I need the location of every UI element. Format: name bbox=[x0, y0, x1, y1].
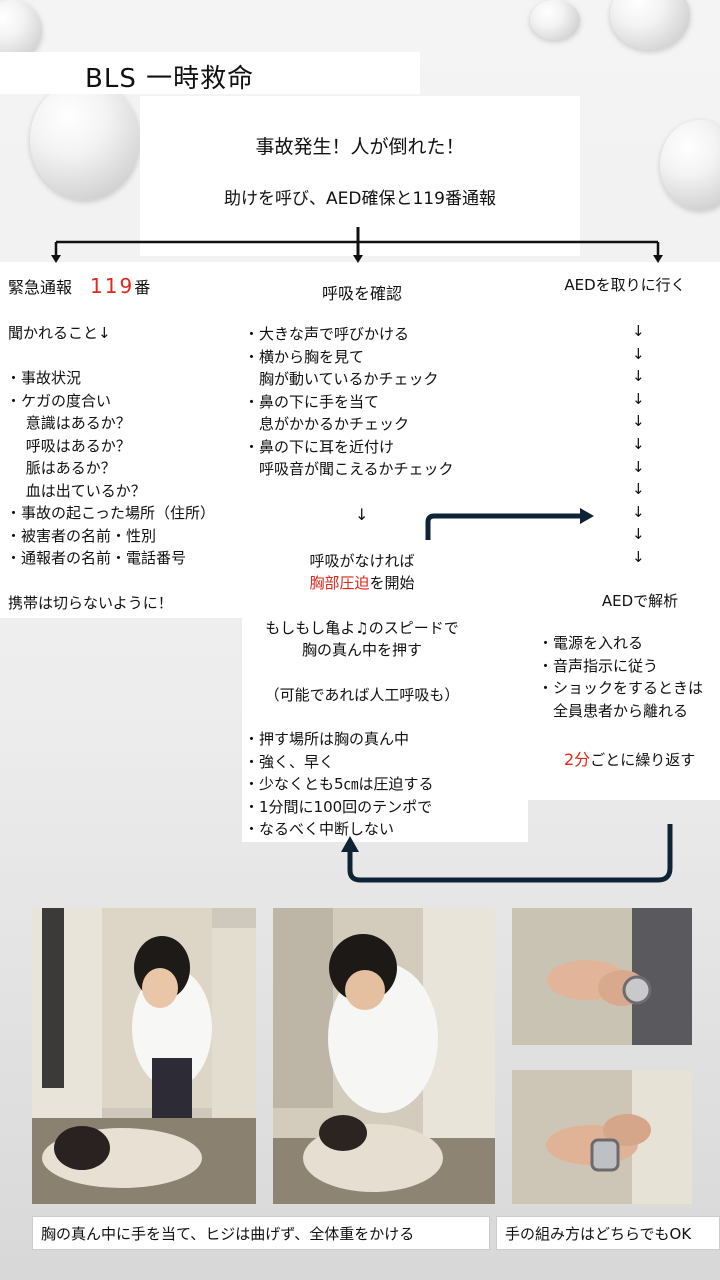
aed-steps-list: ・電源を入れる ・音声指示に従う ・ショックをするときは 全員患者から離れる bbox=[538, 632, 703, 722]
get-aed-heading: AEDを取りに行く bbox=[564, 276, 686, 294]
list-item: ・横から胸を見て bbox=[244, 347, 365, 366]
emergency-number: 119 bbox=[90, 274, 135, 298]
repeat-text: 2分ごとに繰り返す bbox=[564, 746, 695, 770]
water-drop-decoration bbox=[0, 0, 42, 60]
to-aed-arrow bbox=[425, 508, 594, 540]
caption-chest-center: 胸の真ん中に手を当て、ヒジは曲げず、全体重をかける bbox=[32, 1216, 490, 1250]
water-drop-decoration bbox=[610, 0, 690, 50]
header-panel bbox=[140, 96, 580, 256]
list-item: ・押す場所は胸の真ん中 bbox=[244, 730, 410, 748]
phone-note: 携帯は切らないように！ bbox=[8, 594, 173, 612]
hand-grip-photo-1 bbox=[512, 908, 692, 1045]
down-arrow: ↓ bbox=[632, 344, 645, 363]
right-column-panel bbox=[528, 262, 720, 800]
down-arrow: ↓ bbox=[632, 412, 645, 431]
title-bar bbox=[0, 52, 420, 94]
branch-arrows bbox=[51, 227, 663, 263]
down-arrow: ↓ bbox=[632, 434, 645, 453]
center-column-panel bbox=[242, 262, 528, 842]
down-arrow: ↓ bbox=[632, 525, 645, 544]
list-item: 息がかかるかチェック bbox=[244, 415, 410, 433]
down-arrow: ↓ bbox=[632, 547, 645, 566]
repeat-interval: 2分 bbox=[564, 750, 591, 769]
down-arrow: ↓ bbox=[632, 457, 645, 476]
emergency-call-heading: 緊急通報 119番 bbox=[8, 274, 150, 298]
breathing-check-heading: 呼吸を確認 bbox=[321, 284, 402, 303]
caption-hand-grip: 手の組み方はどちらでもOK bbox=[496, 1216, 720, 1250]
speed-line-1: もしもし亀よ♫のスピードで bbox=[265, 619, 459, 637]
event-text: 事故発生！人が倒れた！ bbox=[255, 136, 465, 158]
optional-breathing-text: （可能であれば人工呼吸も） bbox=[264, 686, 460, 704]
water-drop-decoration bbox=[530, 0, 580, 40]
list-item: ・電源を入れる bbox=[538, 634, 644, 652]
compression-points-list: ・押す場所は胸の真ん中 ・強く、早く ・少なくとも5㎝は圧迫する ・1分間に10… bbox=[244, 728, 434, 841]
cpr-photo-side bbox=[32, 908, 256, 1204]
down-arrow: ↓ bbox=[355, 505, 369, 524]
list-item: 意識はあるか？ bbox=[6, 414, 131, 432]
speed-line-2: 胸の真ん中を押す bbox=[301, 641, 422, 659]
list-item: ・1分間に100回のテンポで bbox=[244, 797, 433, 816]
page-title: BLS 一時救命 bbox=[85, 64, 255, 94]
list-item: ・強く、早く bbox=[244, 752, 335, 771]
list-item: ・事故状況 bbox=[6, 369, 82, 387]
repeat-loop-arrow bbox=[341, 824, 673, 883]
asked-items-list: ・事故状況 ・ケガの度合い 意識はあるか？ 呼吸はあるか？ 脈はあるか？ 血は出… bbox=[6, 367, 215, 570]
list-item: ・被害者の名前・性別 bbox=[6, 526, 157, 545]
list-item: 呼吸音が聞こえるかチェック bbox=[244, 460, 454, 478]
list-item: 血は出ているか？ bbox=[6, 481, 146, 500]
emergency-call-suffix: 番 bbox=[134, 278, 151, 297]
list-item: ・鼻の下に手を当て bbox=[244, 392, 380, 411]
aed-analysis-heading: AEDで解析 bbox=[601, 592, 679, 610]
start-suffix: を開始 bbox=[369, 574, 415, 592]
list-item: 脈はあるか？ bbox=[6, 459, 116, 477]
water-drop-decoration bbox=[660, 120, 720, 210]
down-arrow: ↓ bbox=[632, 502, 645, 521]
down-arrow: ↓ bbox=[632, 389, 645, 408]
list-item: ・ケガの度合い bbox=[6, 391, 112, 410]
start-compression-text: 胸部圧迫を開始 bbox=[242, 572, 482, 593]
list-item: ・事故の起こった場所（住所） bbox=[6, 504, 215, 522]
down-arrow: ↓ bbox=[632, 367, 645, 386]
action-text: 助けを呼び、AED確保と119番通報 bbox=[224, 189, 496, 209]
aed-arrow-column: ↓ ↓ ↓ ↓ ↓ ↓ ↓ ↓ ↓ ↓ ↓ bbox=[632, 320, 645, 569]
list-item: ・通報者の名前・電話番号 bbox=[6, 549, 187, 567]
left-column-panel bbox=[0, 262, 242, 618]
water-drop-decoration bbox=[30, 80, 140, 200]
down-arrow: ↓ bbox=[632, 480, 645, 499]
list-item: 胸が動いているかチェック bbox=[244, 370, 439, 388]
list-item: ・少なくとも5㎝は圧迫する bbox=[244, 775, 434, 793]
hand-grip-photo-2 bbox=[512, 1070, 692, 1204]
breathing-check-list: ・大きな声で呼びかける ・横から胸を見て 胸が動いているかチェック ・鼻の下に手… bbox=[244, 323, 454, 481]
list-item: ・鼻の下に耳を近付け bbox=[244, 437, 395, 456]
asked-label: 聞かれること↓ bbox=[8, 324, 111, 342]
list-item: ・大きな声で呼びかける bbox=[244, 325, 410, 343]
list-item: ・なるべく中断しない bbox=[244, 820, 395, 838]
cpr-photo-front bbox=[273, 908, 495, 1204]
chest-compression-label: 胸部圧迫 bbox=[309, 574, 370, 592]
list-item: ・ショックをするときは bbox=[538, 679, 704, 697]
repeat-suffix: ごとに繰り返す bbox=[590, 751, 696, 769]
no-breath-text: 呼吸がなければ bbox=[309, 552, 415, 570]
down-arrow: ↓ bbox=[632, 322, 645, 340]
list-item: ・音声指示に従う bbox=[538, 656, 659, 675]
list-item: 呼吸はあるか？ bbox=[6, 436, 131, 455]
list-item: 全員患者から離れる bbox=[538, 701, 689, 720]
emergency-call-label: 緊急通報 bbox=[8, 278, 73, 297]
